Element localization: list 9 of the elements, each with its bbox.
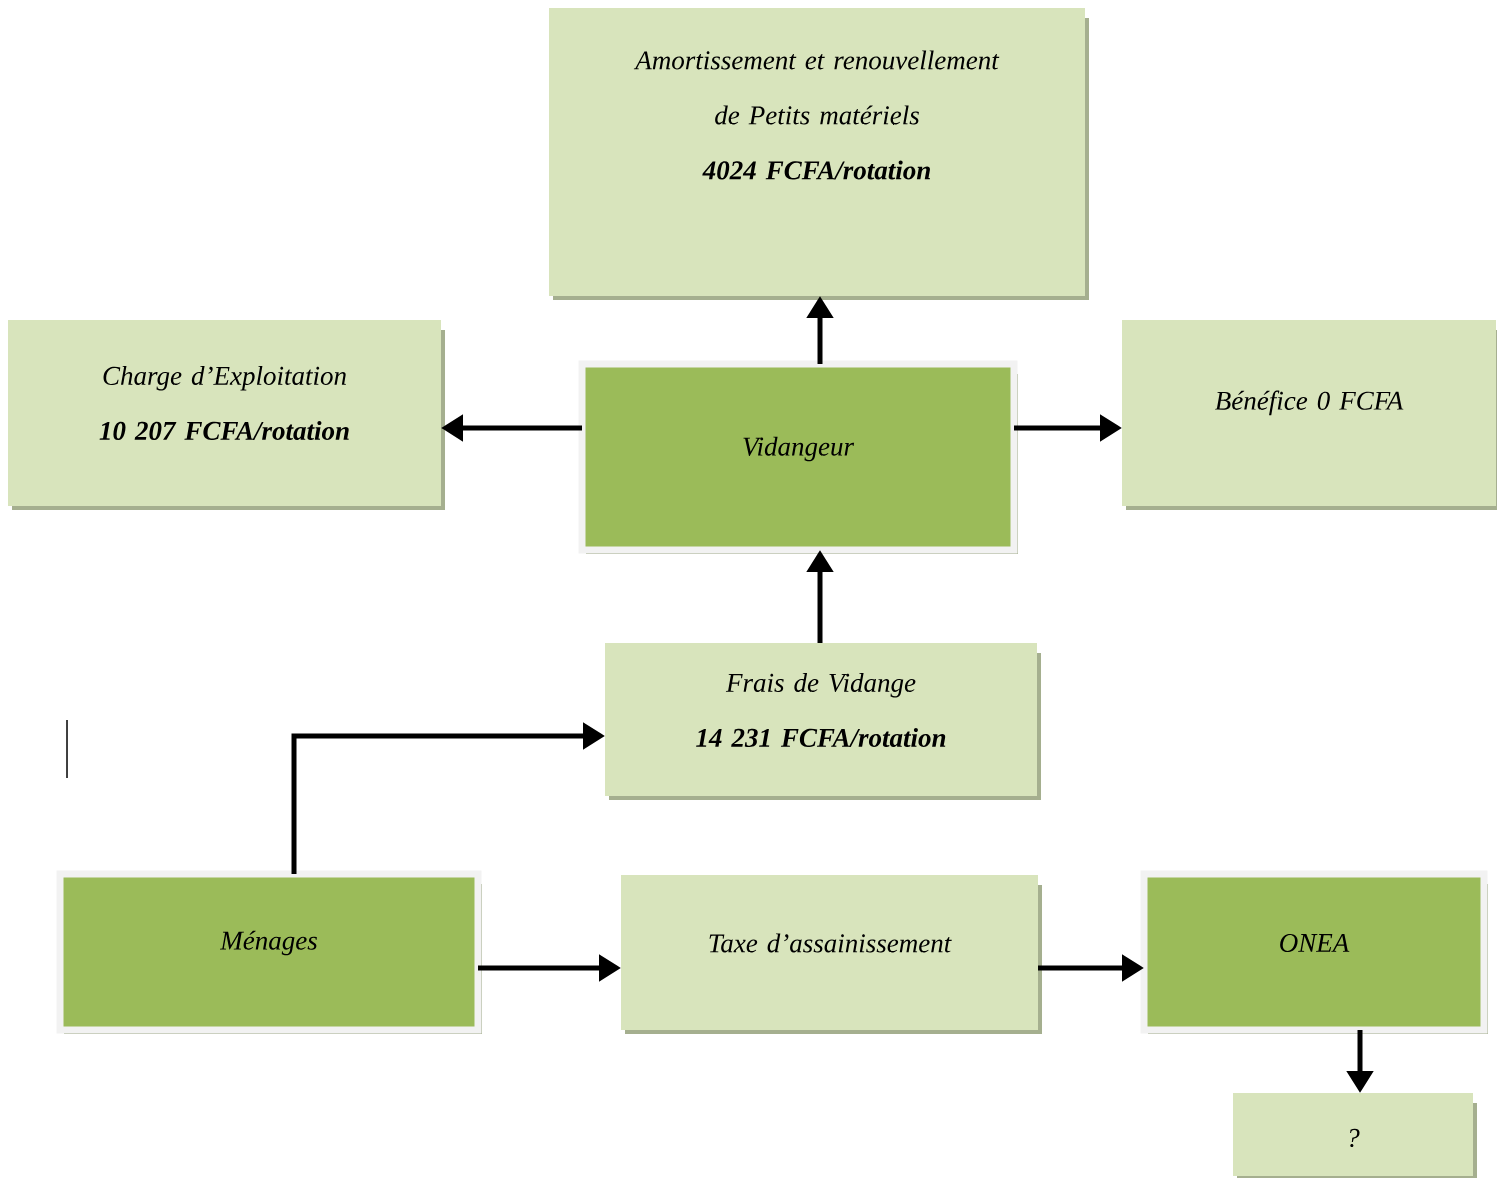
- process-box: Amortissement et renouvellement de Petits matériels 4024 FCFA/rotation: [549, 8, 1089, 300]
- process-box: Taxe d’assainissement: [621, 875, 1042, 1034]
- process-box: Charge d’Exploitation 10 207 FCFA/rotation: [8, 320, 445, 510]
- process-box: Frais de Vidange 14 231 FCFA/rotation: [605, 643, 1041, 800]
- process-box: Bénéfice 0 FCFA: [1122, 320, 1497, 510]
- process-box: Vidangeur: [578, 360, 1018, 554]
- process-box: ?: [1233, 1093, 1477, 1178]
- process-box: Ménages: [56, 870, 482, 1034]
- process-box: ONEA: [1140, 870, 1488, 1034]
